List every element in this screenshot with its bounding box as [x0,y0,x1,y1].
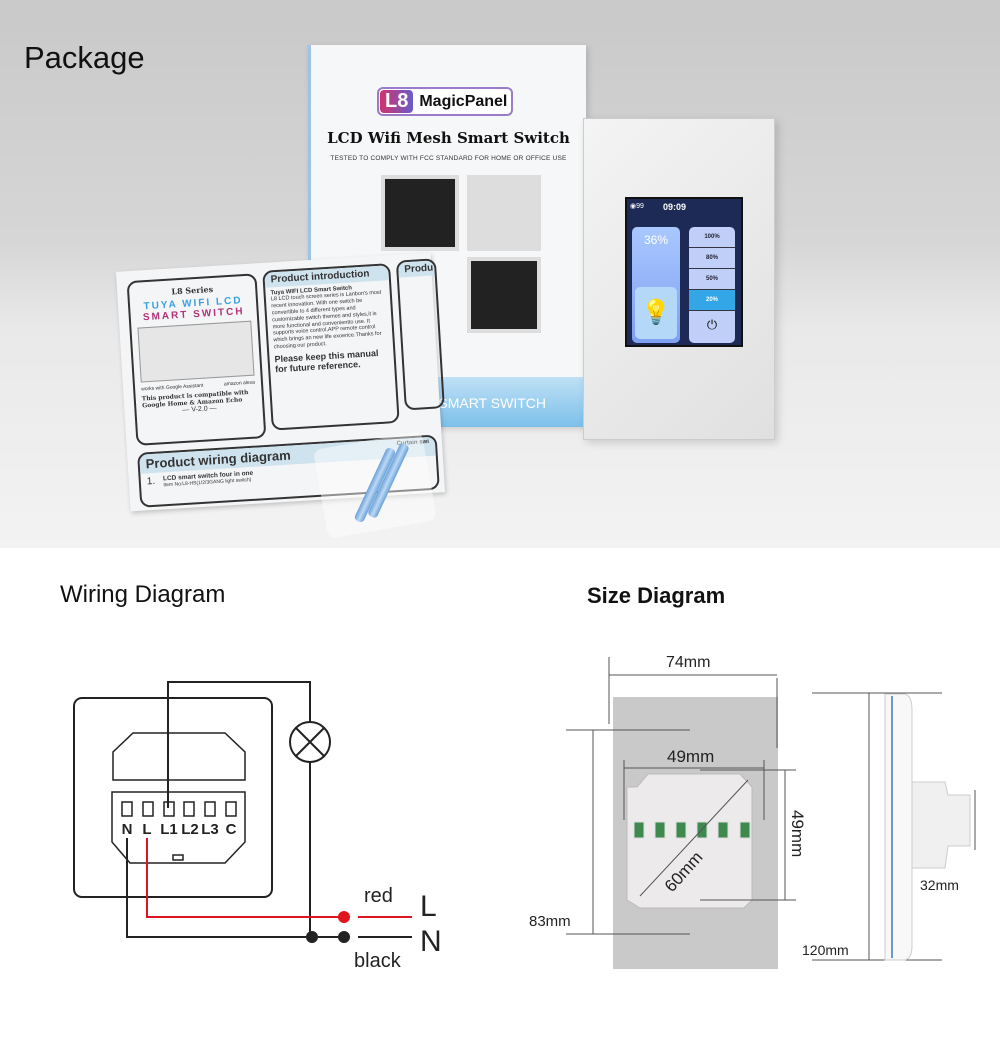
logo-name: MagicPanel [419,92,508,110]
live-wire [146,838,344,918]
live-dot [338,911,350,923]
size-title: Size Diagram [587,583,726,608]
terminal-label: L1 [160,821,178,838]
wiring-title: Wiring Diagram [60,581,226,608]
level-item: 80% [689,248,735,269]
neutral-symbol: N [420,925,442,958]
neutral-wire [126,838,344,938]
level-item: 100% [689,227,735,248]
terminal-label: L [142,821,151,838]
live-symbol: L [420,890,437,923]
keep-note: Please keep this manual for future refer… [274,347,379,375]
bulb-icon: 💡 [635,287,677,339]
wiring-diagram [73,681,412,938]
box-thumb [467,257,541,333]
level-list: 100% 80% 50% 20% ⏻ [689,227,735,343]
product-box: L8 MagicPanel LCD Wifi Mesh Smart Switch… [308,45,586,427]
width-label: 74mm [666,654,710,671]
smart-switch-panel: ◉99 09:09 36% 💡 100% 80% 50% 20% ⏻ [583,118,775,440]
black-label: black [354,950,402,972]
package-title: Package [24,40,145,75]
size-diagram: 74mm 49mm 49mm 60mm 83mm 120mm 32mm [529,654,976,969]
terminal-label: N [122,821,133,838]
neutral-dot [338,931,350,943]
package-photo: Package L8 MagicPanel LCD Wifi Mesh Smar… [0,0,1000,548]
wall-plate [73,697,273,898]
logo-badge: L8 [380,90,414,113]
terminals [121,801,237,861]
alexa-badge: amazon alexa [223,379,256,388]
box-title: LCD Wifi Mesh Smart Switch [327,129,570,147]
brightness-value: 36% [643,233,669,247]
box-logo: L8 MagicPanel [377,87,514,116]
box-thumb [381,175,459,251]
depth-label: 32mm [920,877,959,893]
side-module [911,781,971,869]
module-body [111,791,246,864]
junction-dot [306,931,318,943]
level-item: 50% [689,269,735,290]
module-top [112,732,246,781]
manual-intro-panel: Product introduction Tuya WIFI LCD Smart… [262,263,400,431]
power-icon: ⏻ [706,317,718,332]
red-label: red [364,885,393,907]
box-subtitle: TESTED TO COMPLY WITH FCC STANDARD FOR H… [330,155,567,162]
terminal-label: L3 [201,821,219,838]
screw-bag [313,431,437,539]
intro-body: L8 LCD touch screen series is Lanbon's m… [270,289,382,351]
terminal-label: C [226,821,237,838]
box-thumb [467,175,541,251]
params-heading: Produ [397,260,435,278]
wifi-status: ◉99 [630,203,644,210]
switch-screen: ◉99 09:09 36% 💡 100% 80% 50% 20% ⏻ [625,197,743,347]
clock: 09:09 [663,202,687,212]
module-width-label: 49mm [667,747,714,766]
l1-wire [167,681,311,808]
google-badge: works with Google Assistant [141,382,204,393]
rear-module [626,773,753,909]
level-item-active: 20% [689,290,735,311]
diagrams: N L L1 L2 L3 C red black L N 74mm 49m [73,654,976,972]
height-label: 120mm [802,942,849,958]
item-num: 1. [146,475,156,488]
terminal-label: L2 [181,821,199,838]
spacing-label: 83mm [529,913,571,930]
manual-cover-panel: L8 Series TUYA WIFI LCD SMART SWITCH wor… [126,273,267,446]
side-plate [884,693,913,961]
module-height-label: 49mm [788,810,807,857]
